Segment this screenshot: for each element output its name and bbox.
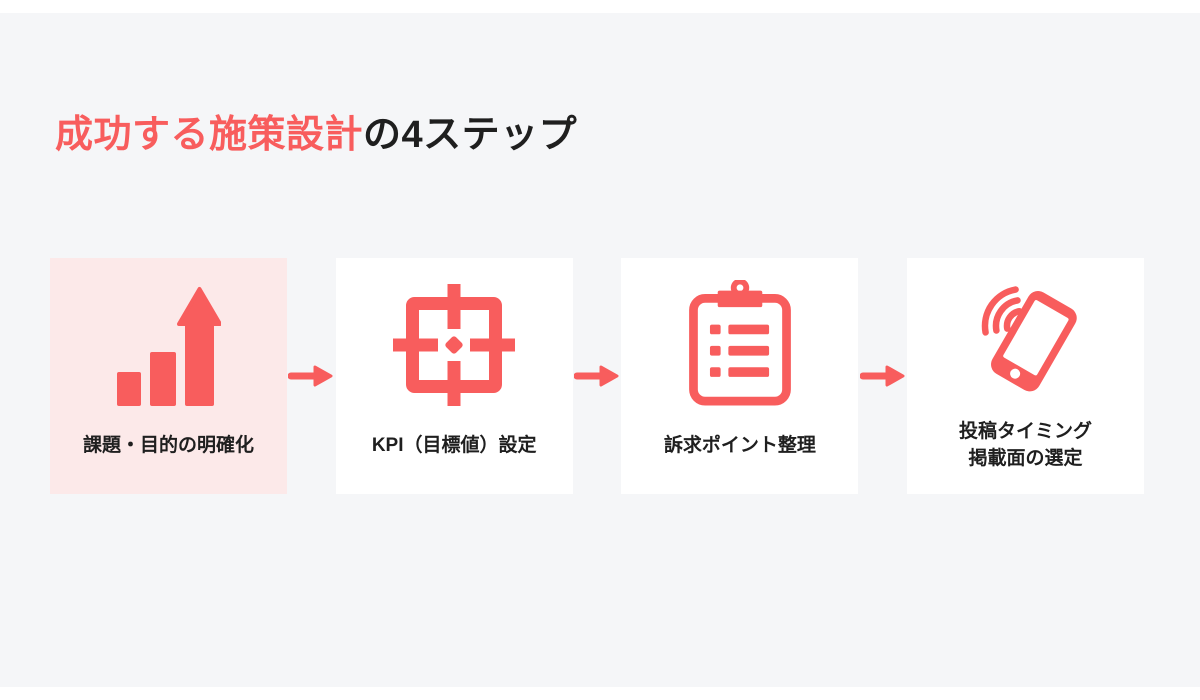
bar-chart-growth-icon <box>116 287 221 406</box>
step-3-icon-area <box>621 258 858 406</box>
step-card-4: 投稿タイミング 掲載面の選定 <box>907 258 1145 494</box>
step-card-1: 課題・目的の明確化 <box>50 258 287 494</box>
steps-row: 課題・目的の明確化 <box>50 258 1145 494</box>
step-1-icon-area <box>50 258 287 406</box>
target-crosshair-icon <box>393 284 516 406</box>
step-2-label-area: KPI（目標値）設定 <box>336 406 573 494</box>
page-title-rest: の4ステップ <box>363 114 578 156</box>
page-title: 成功する施策設計の4ステップ <box>55 103 577 158</box>
step-1-label-area: 課題・目的の明確化 <box>50 406 287 494</box>
arrow-right-icon <box>574 365 619 387</box>
step-label: KPI（目標値）設定 <box>371 434 537 456</box>
arrow-right-icon <box>859 365 905 387</box>
step-connector-1 <box>287 364 336 388</box>
step-card-3: 訴求ポイント整理 <box>621 258 859 494</box>
page-title-highlight: 成功する施策設計 <box>55 114 364 156</box>
step-card-2: KPI（目標値）設定 <box>335 258 573 494</box>
step-label-line2: 掲載面の選定 <box>968 448 1083 469</box>
clipboard-checklist-icon <box>688 280 791 406</box>
step-2-icon-area <box>336 258 573 406</box>
step-label: 投稿タイミング <box>959 421 1093 442</box>
arrow-right-icon <box>288 365 333 387</box>
step-label: 訴求ポイント整理 <box>663 434 816 456</box>
step-label: 課題・目的の明確化 <box>82 434 254 456</box>
step-4-label-area: 投稿タイミング 掲載面の選定 <box>907 406 1144 494</box>
smartphone-broadcast-icon <box>981 286 1077 392</box>
step-connector-2 <box>573 364 622 388</box>
step-connector-3 <box>858 364 907 388</box>
step-4-icon-area <box>907 258 1144 406</box>
step-3-label-area: 訴求ポイント整理 <box>621 406 858 494</box>
slide-background: 成功する施策設計の4ステップ 課題・目的の明確化 <box>0 13 1200 687</box>
